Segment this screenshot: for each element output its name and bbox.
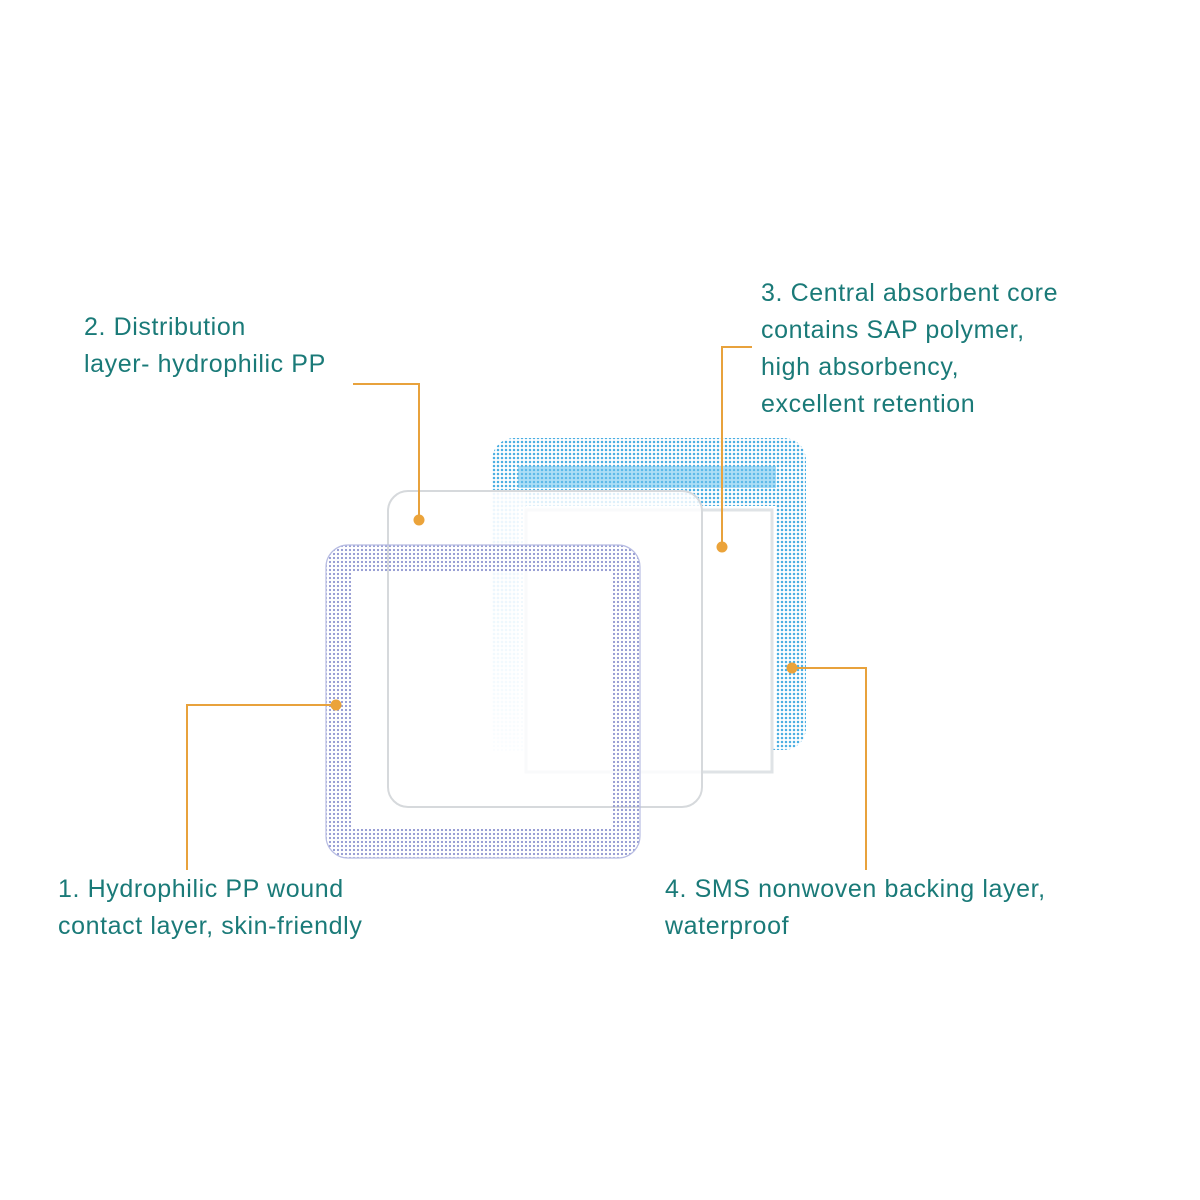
leader-line-4 (792, 667, 867, 870)
marker-dot-4 (786, 662, 798, 674)
callout-2-label: 2. Distribution layer- hydrophilic PP (84, 313, 326, 378)
layer-2-distribution-sheet (387, 490, 703, 808)
leader-line-2 (353, 383, 420, 520)
marker-dot-2 (413, 514, 425, 526)
layer-1-contact-frame (325, 544, 641, 859)
leader-line-1 (186, 704, 336, 870)
callout-3-label: 3. Central absorbent core contains SAP p… (761, 279, 1059, 418)
callout-4-label: 4. SMS nonwoven backing layer, waterproo… (665, 875, 1046, 940)
marker-dot-1 (330, 699, 342, 711)
leader-line-3 (721, 346, 752, 547)
callout-1-label: 1. Hydrophilic PP wound contact layer, s… (58, 875, 363, 940)
marker-dot-3 (716, 541, 728, 553)
